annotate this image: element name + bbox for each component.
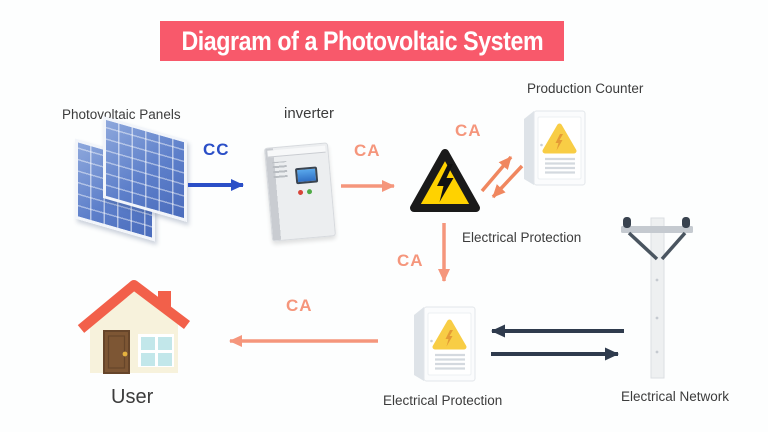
electrical-protection-upper-label: Electrical Protection [462,230,582,245]
inverter-label: inverter [284,105,335,122]
page-title: Diagram of a Photovoltaic System [181,25,543,56]
ca-edge-label-user: CA [286,296,313,315]
user-label: User [111,386,154,408]
electrical-protection-image [414,306,476,382]
title-banner: Diagram of a Photovoltaic System [160,21,564,61]
electrical-network-label: Electrical Network [621,389,730,404]
electrical-protection-lower-label: Electrical Protection [383,393,503,408]
house-image [77,280,191,374]
ca-edge-label-counter: CA [455,121,482,140]
utility-pole-image [621,217,693,379]
high-voltage-warning-icon [410,149,480,212]
roof-icon [77,280,191,333]
cc-edge-label: CC [203,140,230,159]
photovoltaic-panels-label: Photovoltaic Panels [62,107,181,122]
ca-edge-label-down: CA [397,251,424,270]
production-counter-image [524,110,586,186]
lightning-bolt-icon [437,164,454,202]
ca-arrow-from-counter [491,164,524,199]
production-counter-label: Production Counter [527,81,644,96]
ca-edge-label-inverter: CA [354,141,381,160]
ca-arrow-to-counter [480,155,513,193]
